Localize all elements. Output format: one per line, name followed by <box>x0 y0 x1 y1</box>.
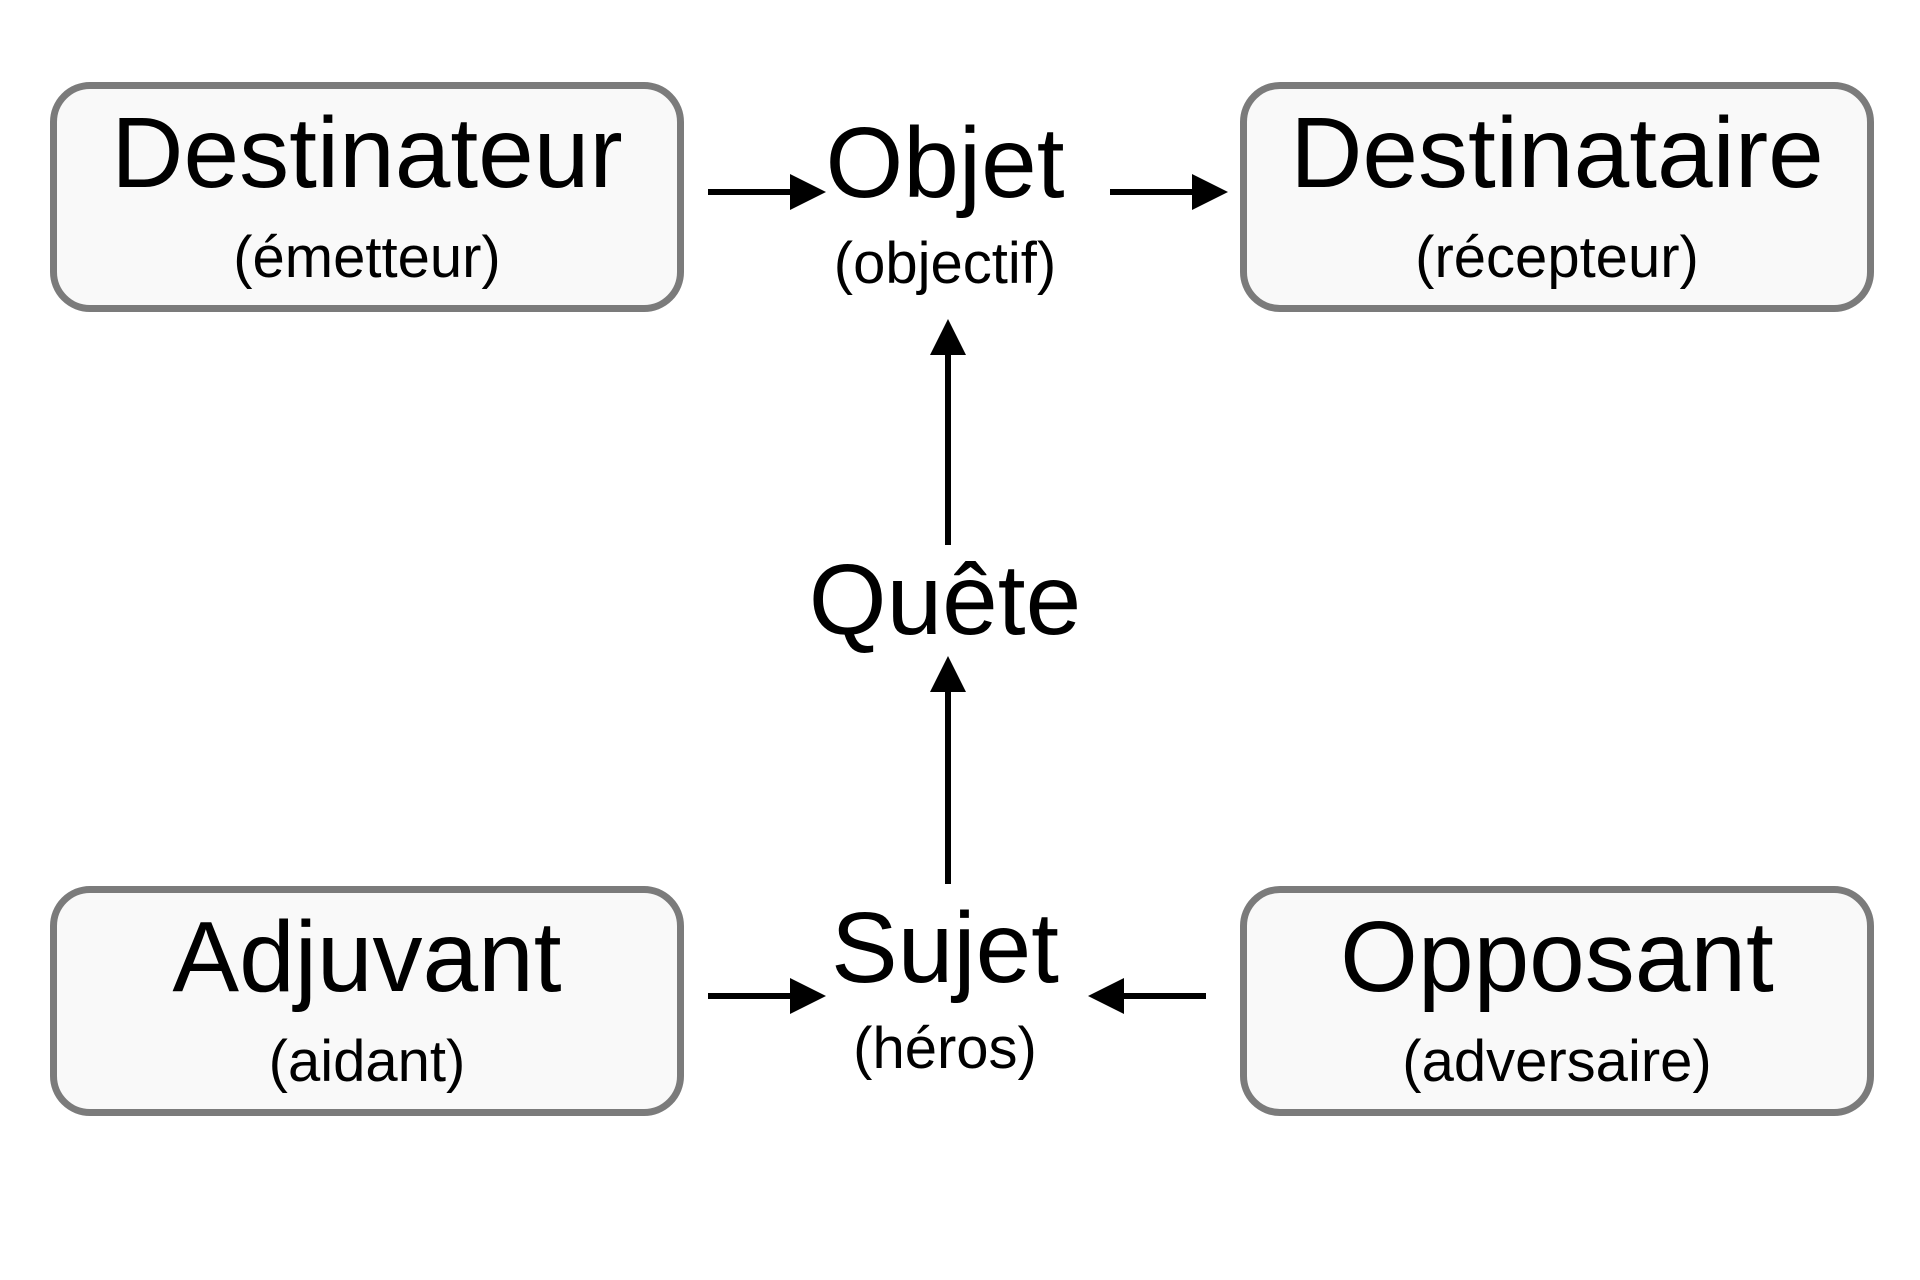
opposant-subtitle: (adversaire) <box>1402 1029 1712 1094</box>
opposant-title: Opposant <box>1340 901 1774 1013</box>
adjuvant-title: Adjuvant <box>172 901 562 1013</box>
opposant-box: Opposant (adversaire) <box>1240 886 1874 1116</box>
objet-node: Objet (objectif) <box>735 113 1155 293</box>
destinataire-box: Destinataire (récepteur) <box>1240 82 1874 312</box>
adjuvant-subtitle: (aidant) <box>268 1029 466 1094</box>
quete-node: Quête <box>735 550 1155 650</box>
sujet-title: Sujet <box>831 892 1059 1004</box>
destinateur-subtitle: (émetteur) <box>233 225 501 290</box>
adjuvant-box: Adjuvant (aidant) <box>50 886 684 1116</box>
objet-subtitle: (objectif) <box>833 231 1057 296</box>
destinataire-subtitle: (récepteur) <box>1415 225 1699 290</box>
objet-title: Objet <box>825 107 1065 219</box>
sujet-subtitle: (héros) <box>853 1016 1037 1081</box>
destinateur-title: Destinateur <box>111 97 623 209</box>
quete-title: Quête <box>808 544 1082 656</box>
destinataire-title: Destinataire <box>1290 97 1824 209</box>
destinateur-box: Destinateur (émetteur) <box>50 82 684 312</box>
sujet-node: Sujet (héros) <box>735 898 1155 1078</box>
